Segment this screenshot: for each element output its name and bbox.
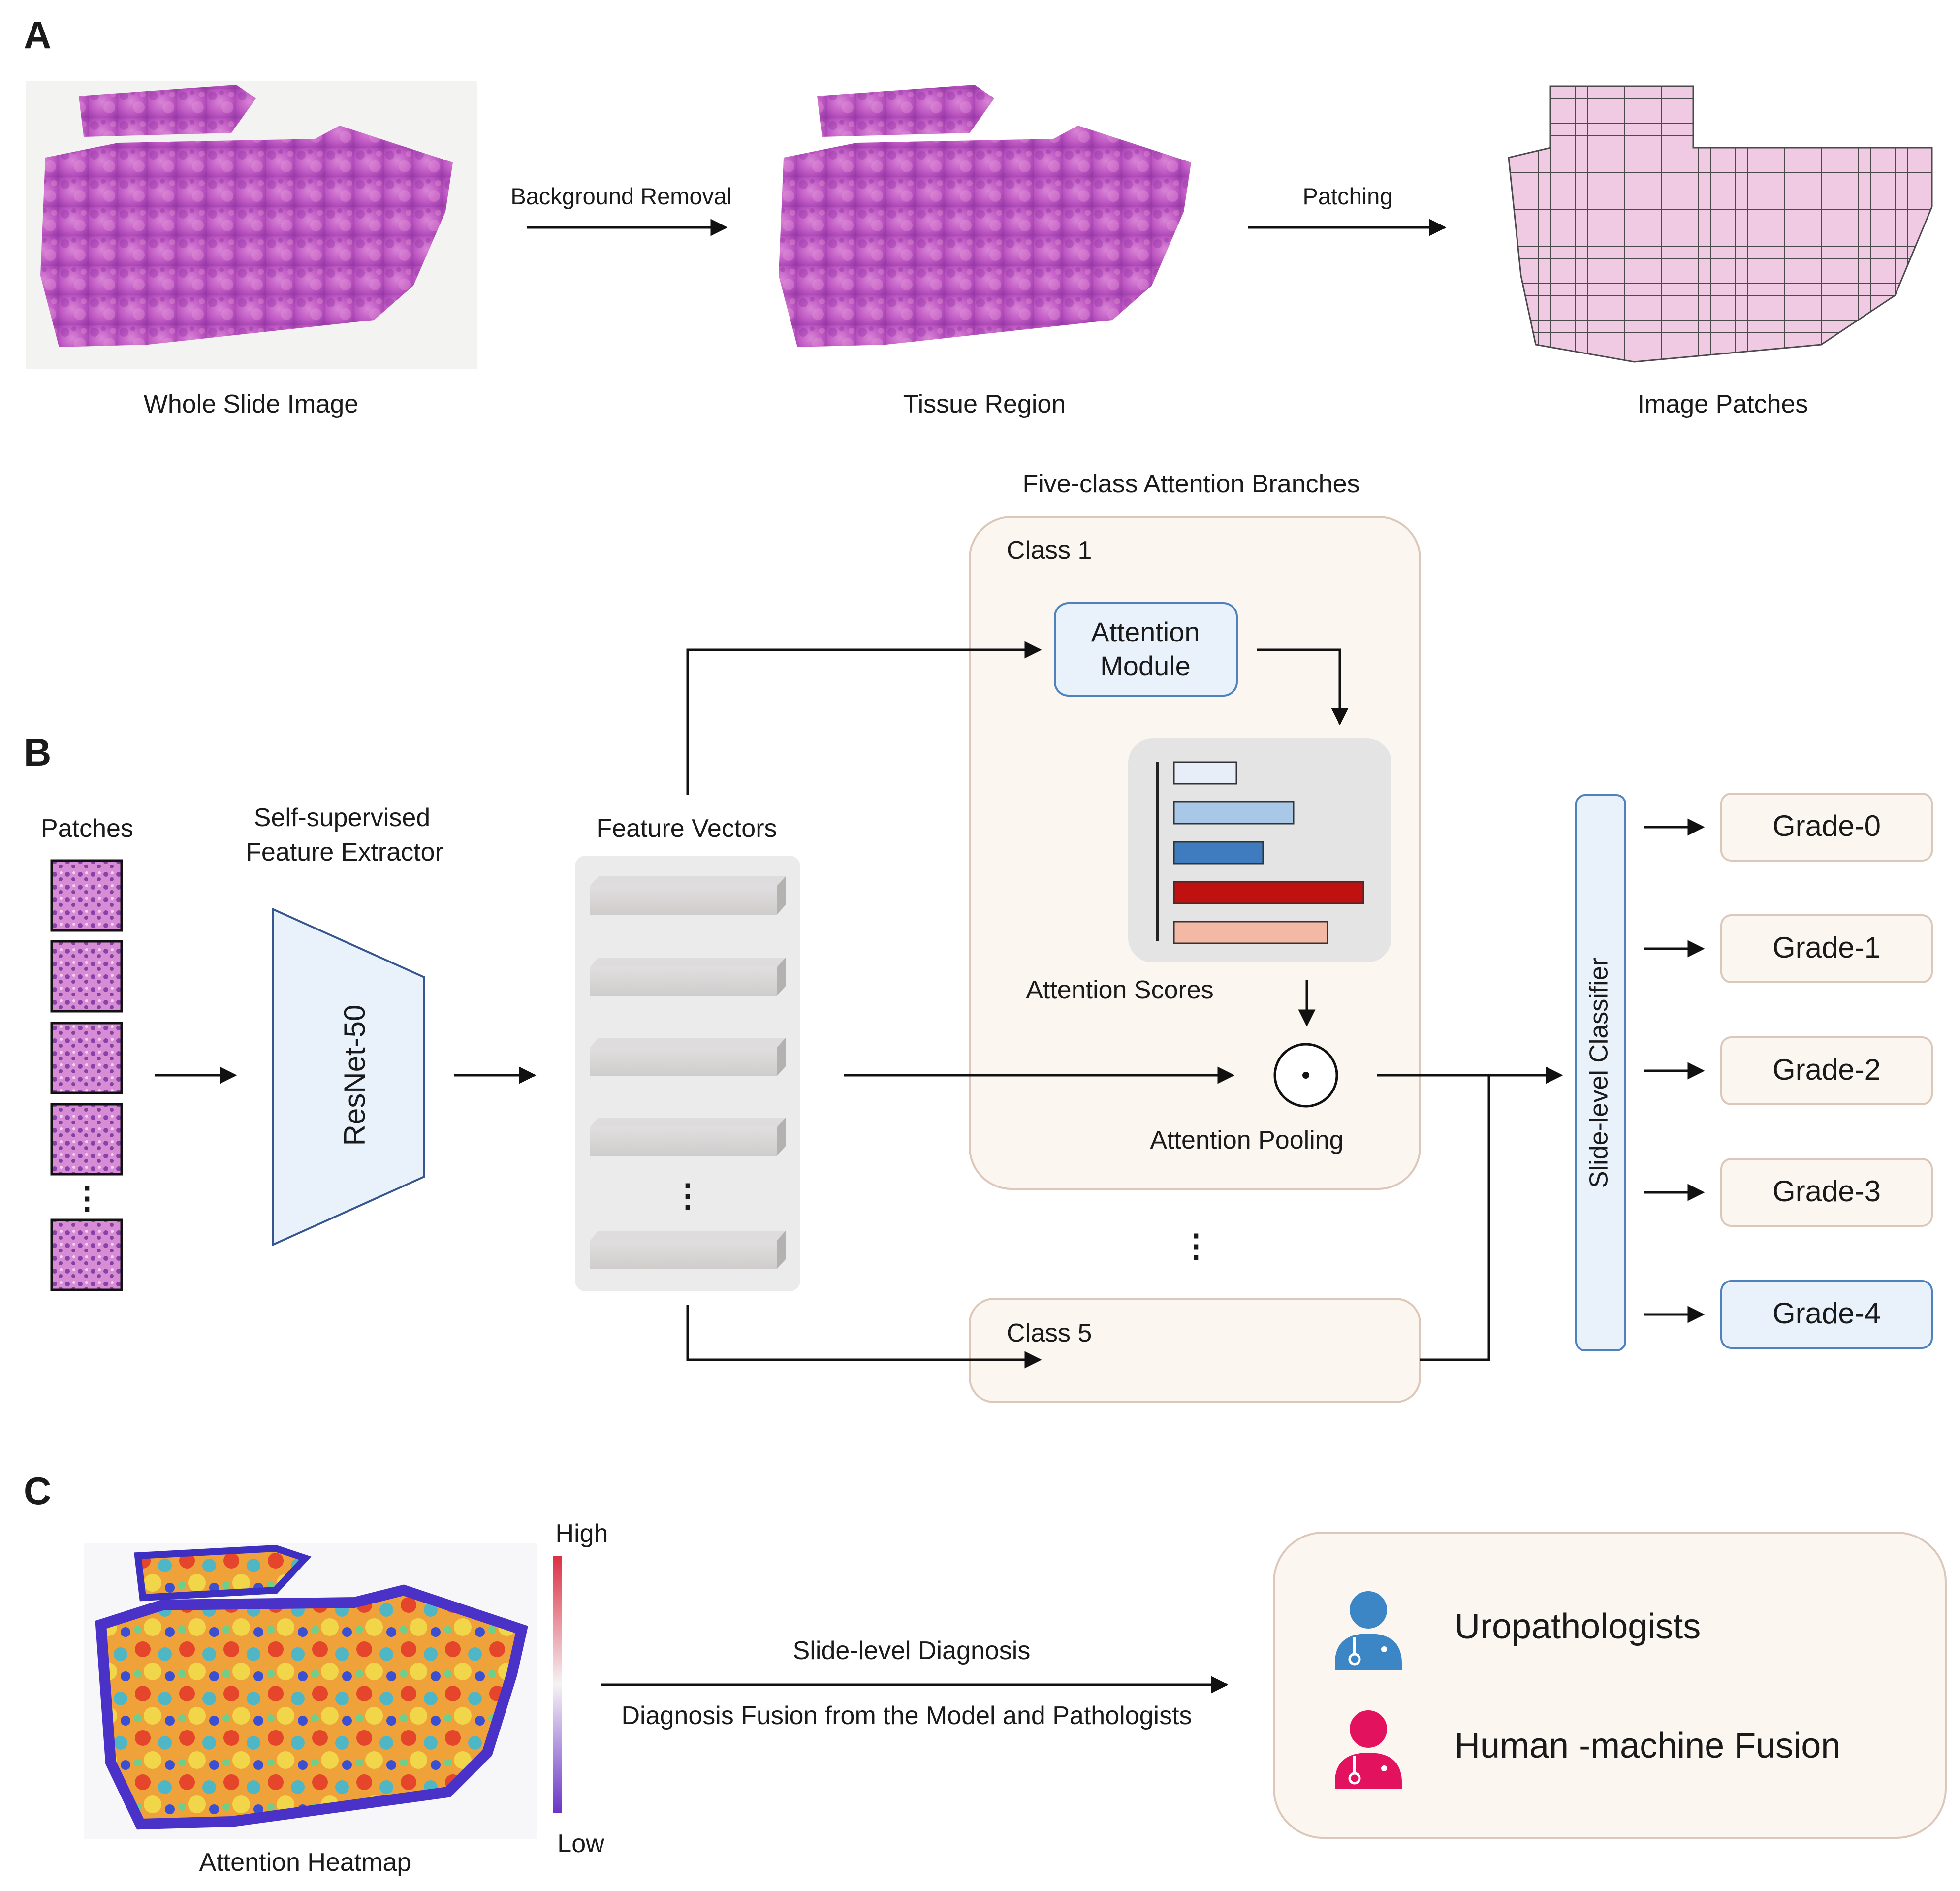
attention-module-line1: Attention — [1091, 616, 1200, 647]
classifier-label: Slide-level Classifier — [1585, 958, 1613, 1188]
class5-out-line — [1420, 1075, 1490, 1361]
patches-title: Patches — [41, 814, 133, 843]
grade1-box[interactable] — [1720, 914, 1933, 983]
attention-color-scale — [553, 1556, 562, 1813]
attention-pooling-label: Attention Pooling — [1150, 1126, 1343, 1154]
attention-heatmap-image — [84, 1543, 537, 1839]
feature-vectors-title: Feature Vectors — [596, 814, 777, 843]
resnet-label: ResNet-50 — [338, 1005, 371, 1146]
feature-vector — [590, 958, 786, 996]
grade4-box[interactable] — [1720, 1280, 1933, 1349]
grade-outputs: Grade-0 Grade-1 Grade-2 Grade-3 Grade-4 — [1644, 793, 1933, 1349]
patch-ellipsis: ⋮ — [71, 1180, 103, 1216]
branches-title: Five-class Attention Branches — [1023, 470, 1360, 498]
panel-b-label: B — [24, 731, 51, 774]
uropathologist-doctor-icon — [1335, 1591, 1402, 1670]
feature-vector — [590, 1038, 786, 1076]
patch-stack — [50, 859, 123, 1291]
patch-thumb — [50, 859, 123, 932]
diagnosis-legend-box — [1273, 1532, 1947, 1839]
image-patches-label: Image Patches — [1638, 390, 1808, 418]
attention-score-bar — [1173, 801, 1295, 825]
features-to-class5-arrow — [686, 1305, 1042, 1369]
whole-slide-image — [26, 81, 477, 369]
attention-score-bar — [1173, 921, 1328, 944]
attention-score-bars — [1173, 761, 1364, 944]
grade2-box[interactable] — [1720, 1036, 1933, 1105]
grade3-label: Grade-3 — [1772, 1175, 1881, 1208]
tissue-region-image — [779, 85, 1191, 347]
attention-module-box[interactable] — [1054, 602, 1238, 697]
feature-vector — [590, 1231, 786, 1269]
feature-bars — [590, 876, 786, 1269]
attention-score-bar — [1173, 841, 1264, 865]
feature-vector — [590, 1118, 786, 1156]
patch-thumb — [50, 1022, 123, 1094]
attention-module-line2: Module — [1100, 650, 1191, 681]
extractor-title-line2: Feature Extractor — [246, 838, 443, 866]
grade4-label: Grade-4 — [1772, 1297, 1881, 1330]
background-removal-label: Background Removal — [510, 183, 731, 209]
patch-thumb — [50, 1103, 123, 1176]
heatmap-label: Attention Heatmap — [199, 1848, 411, 1877]
scale-high-label: High — [556, 1519, 608, 1548]
branch-ellipsis: ⋮ — [1180, 1228, 1212, 1263]
grade0-box[interactable] — [1720, 793, 1933, 862]
pool-dot-icon — [1302, 1072, 1309, 1079]
image-patches-grid — [1508, 85, 1933, 363]
module-to-scores-arrow — [1257, 648, 1349, 726]
class5-label: Class 5 — [1007, 1319, 1092, 1347]
grade3-box[interactable] — [1720, 1158, 1933, 1227]
diagnosis-arrow-bottom-label: Diagnosis Fusion from the Model and Path… — [621, 1701, 1192, 1730]
uropathologists-label: Uropathologists — [1454, 1607, 1701, 1646]
fusion-label: Human -machine Fusion — [1454, 1726, 1840, 1765]
extractor-title-line1: Self-supervised — [254, 803, 430, 832]
slide-level-classifier-box[interactable] — [1575, 794, 1626, 1351]
attention-scores-label: Attention Scores — [1026, 976, 1214, 1004]
feature-vector — [590, 876, 786, 915]
patching-label: Patching — [1303, 183, 1393, 209]
attention-score-bar — [1173, 881, 1364, 904]
feature-ellipsis: ⋮ — [672, 1178, 703, 1213]
attention-score-bar — [1173, 761, 1237, 785]
grade0-label: Grade-0 — [1772, 809, 1881, 842]
patch-thumb — [50, 940, 123, 1013]
patch-thumb — [50, 1218, 123, 1291]
class5-branch-box — [969, 1298, 1421, 1403]
resnet-trapezoid — [272, 907, 425, 1247]
features-to-attention-arrow — [686, 641, 1042, 795]
fusion-doctor-icon — [1335, 1710, 1402, 1789]
diagnosis-arrow-top-label: Slide-level Diagnosis — [793, 1636, 1031, 1665]
grade2-label: Grade-2 — [1772, 1053, 1881, 1086]
grade1-label: Grade-1 — [1772, 931, 1881, 964]
wsi-label: Whole Slide Image — [144, 390, 358, 418]
scale-low-label: Low — [557, 1829, 604, 1858]
panel-a-label: A — [24, 13, 51, 57]
tissue-region-label: Tissue Region — [903, 390, 1066, 418]
class1-label: Class 1 — [1007, 536, 1092, 565]
panel-c-label: C — [24, 1469, 51, 1512]
